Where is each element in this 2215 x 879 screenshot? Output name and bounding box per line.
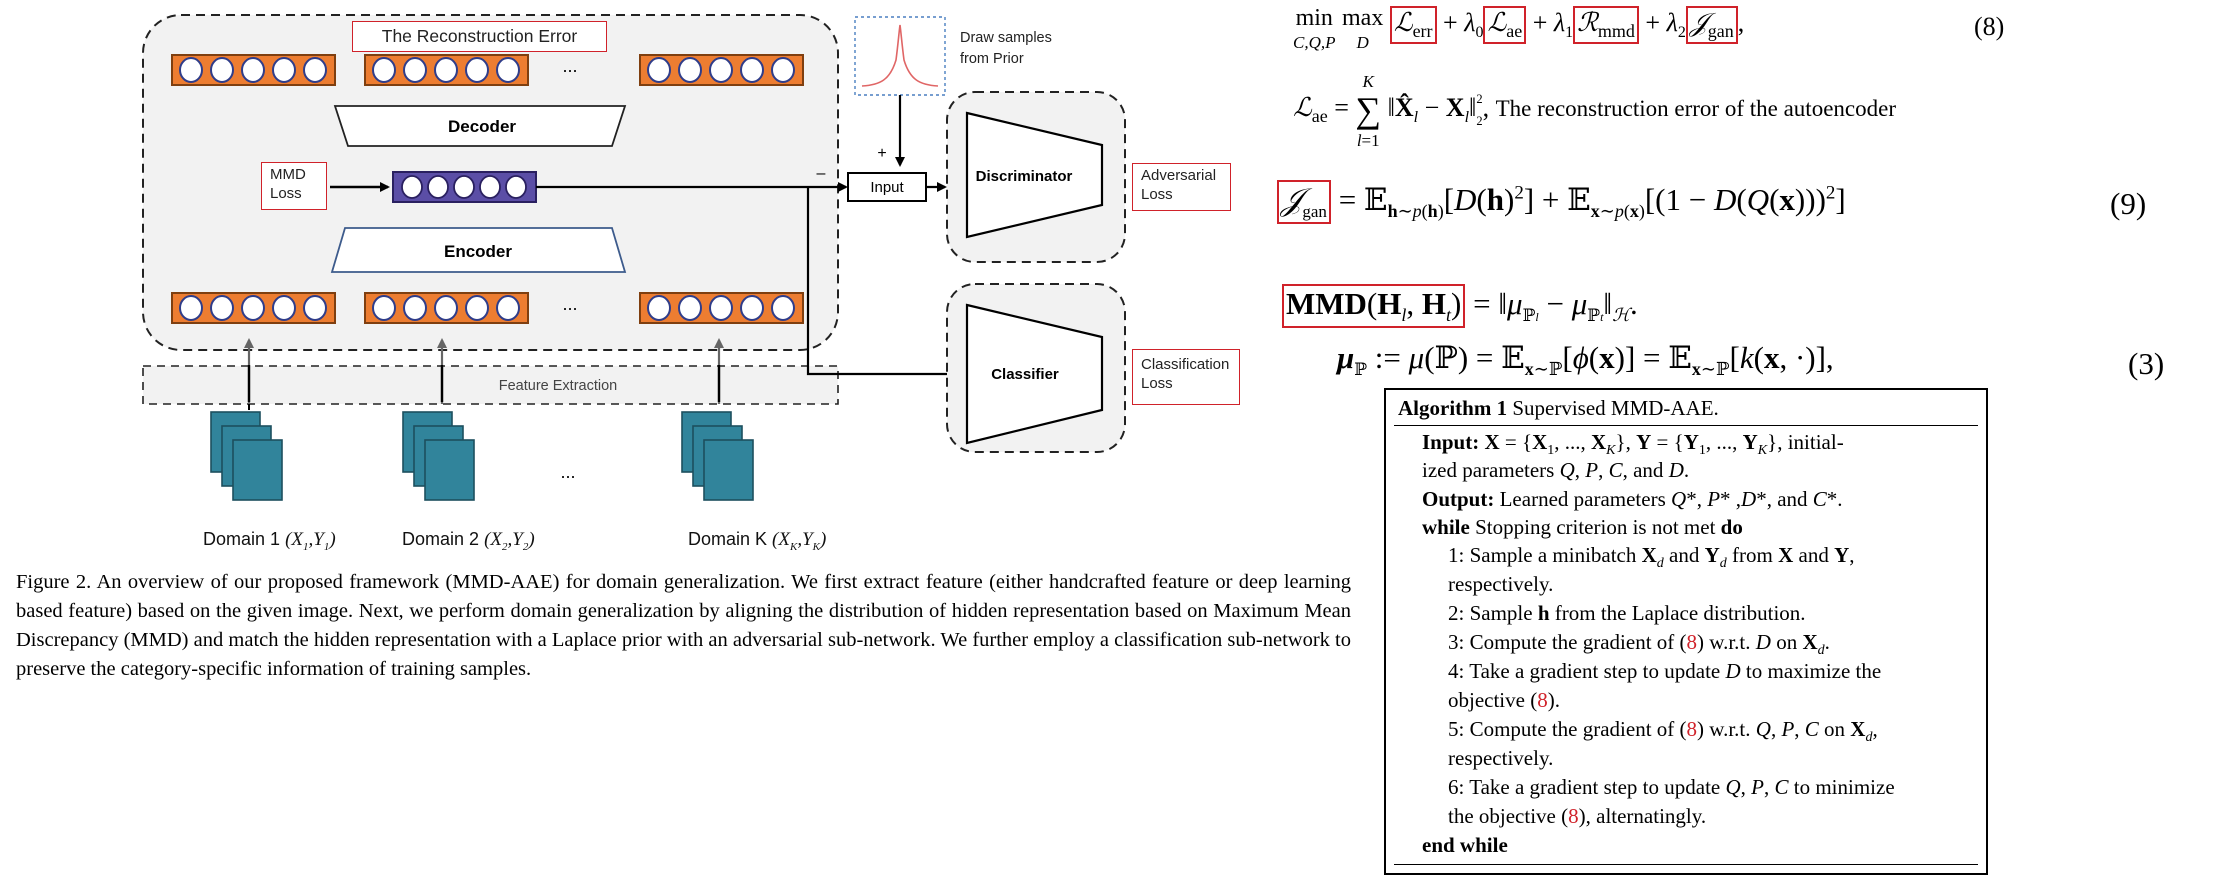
hidden-node xyxy=(401,175,423,199)
diagram-svg: Decoder Encoder ... ... ... Feature Extr… xyxy=(142,14,1126,501)
figure-caption: Figure 2. An overview of our proposed fr… xyxy=(16,571,1351,680)
output-layer-rows xyxy=(171,54,804,86)
input-layer-rows xyxy=(171,292,804,324)
output-row-1 xyxy=(171,54,336,86)
classifier-shape xyxy=(965,303,1104,445)
algorithm-top-rule xyxy=(1394,425,1978,426)
ref-eq8-d[interactable]: 8 xyxy=(1568,804,1579,828)
draw-samples-line2: from Prior xyxy=(960,51,1024,67)
equation-3: μℙ := μ(ℙ) = 𝔼x∼ℙ[ϕ(x)] = 𝔼x∼ℙ[k(x, ·)], xyxy=(1337,340,1834,380)
output-row-k xyxy=(639,54,804,86)
output-row-2 xyxy=(364,54,529,86)
domain-documents xyxy=(210,411,754,501)
encoder-label: Encoder xyxy=(444,242,512,261)
input-row-2 xyxy=(364,292,529,324)
mmd-loss-line1: MMD xyxy=(270,166,306,183)
domain-1-stack xyxy=(210,411,283,501)
encoder-shape xyxy=(330,227,627,273)
minus-sign: – xyxy=(817,165,826,182)
classification-loss-label: Classification Loss xyxy=(1132,349,1240,405)
domain-k-name: Domain K xyxy=(688,529,768,549)
domain-1-name: Domain 1 xyxy=(203,529,281,549)
decoder-shape xyxy=(333,105,627,147)
hidden-node xyxy=(427,175,449,199)
discriminator-label: Discriminator xyxy=(976,168,1073,185)
input-label: Input xyxy=(870,179,904,196)
domain-1-vars: (X1,Y1) xyxy=(285,529,336,553)
ref-eq8-a[interactable]: 8 xyxy=(1686,630,1698,654)
ellipsis-domains: ... xyxy=(560,462,575,482)
reconstruction-error-label: The Reconstruction Error xyxy=(352,21,607,52)
algorithm-step-6: 6: Take a gradient step to update Q, P, … xyxy=(1448,775,1895,799)
plus-sign: + xyxy=(877,145,886,162)
hidden-node xyxy=(453,175,475,199)
ellipsis-bottom: ... xyxy=(562,294,577,314)
algorithm-step-5-cont: respectively. xyxy=(1448,746,1554,770)
input-row-1 xyxy=(171,292,336,324)
algorithm-while: while Stopping criterion is not met do xyxy=(1422,515,1743,539)
algorithm-step-3: 3: Compute the gradient of (8) w.r.t. D … xyxy=(1448,630,1830,659)
ref-eq8-b[interactable]: 8 xyxy=(1537,688,1548,712)
domain-2-label: Domain 2 (X2,Y2) xyxy=(402,529,535,553)
algorithm-step-6-cont: the objective (8), alternatingly. xyxy=(1448,804,1707,828)
algorithm-step-1-cont: respectively. xyxy=(1448,572,1554,596)
input-box xyxy=(847,172,927,202)
algorithm-bottom-rule xyxy=(1394,864,1978,865)
algorithm-step-2: 2: Sample h from the Laplace distributio… xyxy=(1448,601,1806,625)
framework-diagram: Decoder Encoder ... ... ... Feature Extr… xyxy=(0,0,1260,560)
input-row-k xyxy=(639,292,804,324)
domain-2-stack xyxy=(402,411,475,501)
algorithm-end-while: end while xyxy=(1422,833,1508,857)
feature-extraction-band xyxy=(142,365,839,405)
hidden-node xyxy=(505,175,527,199)
decoder-label: Decoder xyxy=(448,117,516,136)
algorithm-box: Algorithm 1 Supervised MMD-AAE. Input: X… xyxy=(1384,388,1988,875)
domain-1-label: Domain 1 (X1,Y1) xyxy=(203,529,336,553)
equation-3-number: (3) xyxy=(2128,346,2165,381)
algorithm-step-4: 4: Take a gradient step to update D to m… xyxy=(1448,659,1882,683)
domain-2-name: Domain 2 xyxy=(402,529,480,549)
algorithm-input-cont: ized parameters Q, P, C, and D. xyxy=(1422,458,1690,482)
domain-k-label: Domain K (XK,YK) xyxy=(688,529,826,553)
classification-loss-line2: Loss xyxy=(1141,375,1173,392)
laplace-curve xyxy=(861,24,939,87)
ellipsis-top: ... xyxy=(562,56,577,76)
lae-description: The reconstruction error of the autoenco… xyxy=(1495,95,1896,121)
feature-extraction-label: Feature Extraction xyxy=(499,378,617,394)
algorithm-step-1: 1: Sample a minibatch Xd and Yd from X a… xyxy=(1448,543,1855,572)
mmd-loss-line2: Loss xyxy=(270,185,302,202)
adversarial-loss-label: Adversarial Loss xyxy=(1132,163,1231,211)
domain-2-vars: (X2,Y2) xyxy=(484,529,535,553)
mmd-loss-label: MMD Loss xyxy=(261,162,327,210)
equation-9: 𝒥gan = 𝔼h∼p(h)[D(h)2] + 𝔼x∼p(x)[(1 − D(Q… xyxy=(1277,180,1846,225)
classification-loss-line1: Classification xyxy=(1141,356,1230,373)
domain-k-stack xyxy=(681,411,754,501)
equation-9-number: (9) xyxy=(2110,186,2147,221)
algorithm-title: Algorithm 1 Supervised MMD-AAE. xyxy=(1398,396,1719,420)
ref-eq8-c[interactable]: 8 xyxy=(1686,717,1698,741)
hidden-node xyxy=(479,175,501,199)
adversarial-loss-line1: Adversarial xyxy=(1141,167,1217,184)
equation-mmd: MMD(Hl, Ht) = ‖μℙl − μℙt‖ℋ. xyxy=(1282,284,1638,329)
draw-samples-line1: Draw samples xyxy=(960,30,1052,46)
algorithm-input: Input: X = {X1, ..., XK}, Y = {Y1, ..., … xyxy=(1422,430,1844,459)
adversarial-loss-line2: Loss xyxy=(1141,186,1173,203)
algorithm-output: Output: Learned parameters Q*, P* ,D*, a… xyxy=(1422,487,1843,511)
classifier-label: Classifier xyxy=(991,366,1059,383)
discriminator-shape xyxy=(965,111,1104,239)
algorithm-step-5: 5: Compute the gradient of (8) w.r.t. Q,… xyxy=(1448,717,1878,746)
equation-8-number: (8) xyxy=(1974,12,2005,41)
domain-k-vars: (XK,YK) xyxy=(772,529,827,553)
algorithm-step-4-cont: objective (8). xyxy=(1448,688,1560,712)
